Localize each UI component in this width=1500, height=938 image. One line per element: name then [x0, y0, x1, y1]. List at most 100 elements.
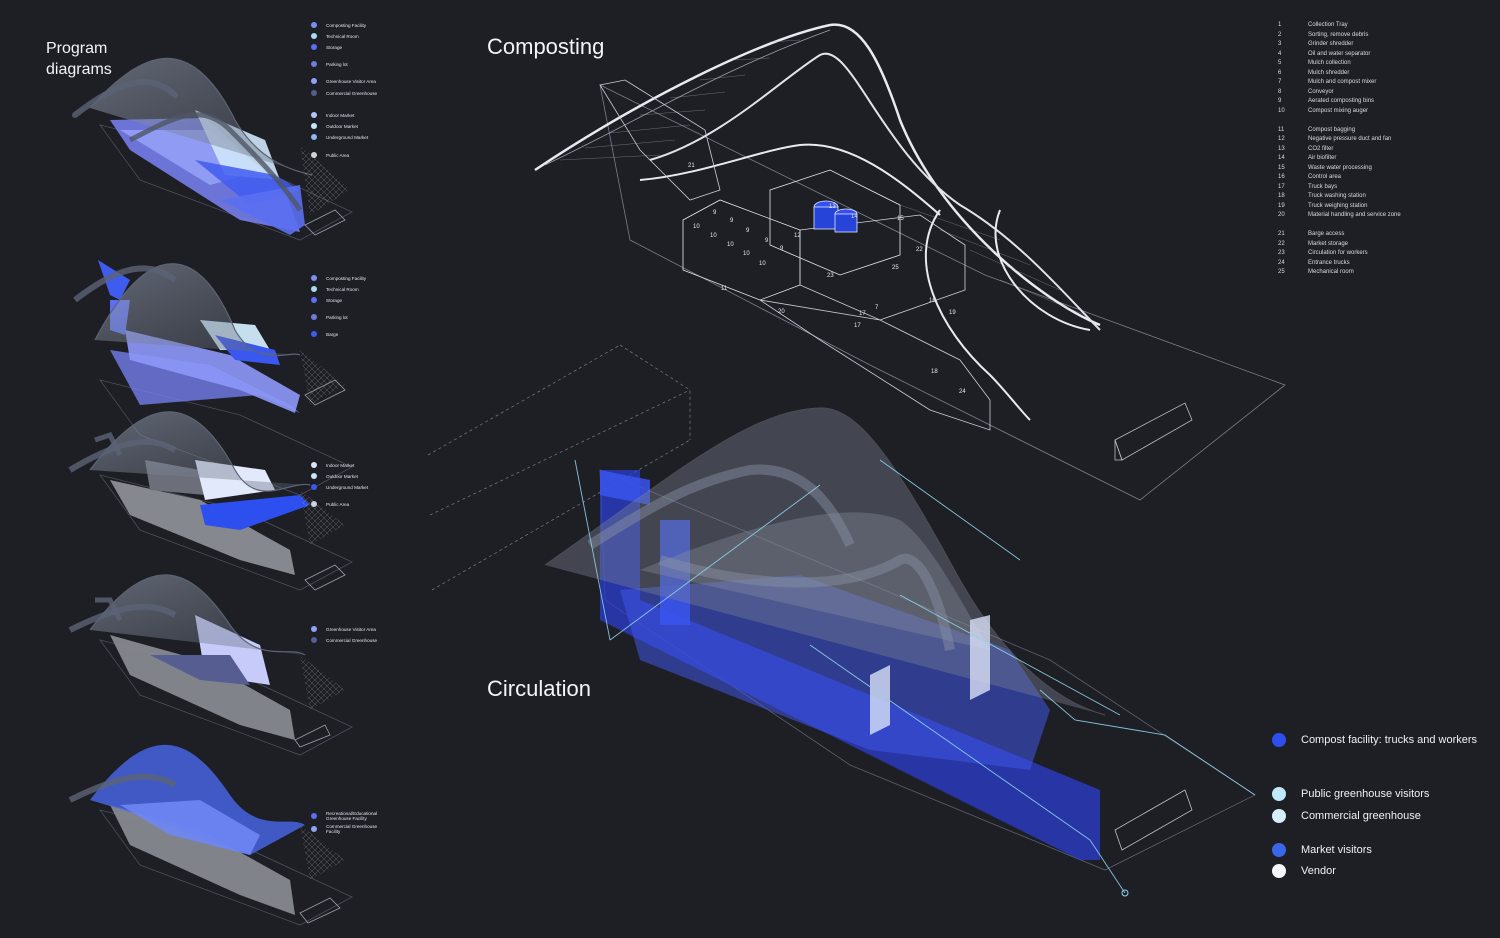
list-number: 13: [1278, 145, 1285, 152]
program-diagram-5: [68, 744, 353, 926]
program-legend-item: Greenhouse Visitor Area: [311, 78, 391, 84]
program-legend-label: Indoor Market: [326, 462, 355, 468]
list-number: 18: [1278, 193, 1285, 199]
legend-swatch-icon: [311, 462, 317, 468]
drawing-number-label: 22: [916, 247, 923, 253]
drawing-number-label: 23: [827, 273, 834, 279]
composting-list-item: 2 Sorting, remove debris: [1278, 32, 1368, 41]
program-diagram-1: [72, 57, 353, 241]
legend-swatch-icon: [311, 44, 317, 50]
legend-swatch-icon: [311, 123, 317, 129]
program-legend-label: Public Area: [326, 501, 350, 507]
drawing-number-label: 11: [721, 286, 728, 292]
program-legend-label: Technical Room: [326, 286, 359, 292]
composting-title: Composting: [487, 34, 605, 59]
program-legend-item: Public Area: [311, 501, 391, 507]
composting-axonometric: [534, 23, 1286, 501]
drawing-number-label: 19: [949, 310, 956, 316]
legend-swatch-icon: [311, 152, 317, 158]
list-number: 8: [1278, 88, 1282, 95]
program-legend-label: Outdoor Market: [326, 123, 358, 129]
drawing-number-label: 10: [743, 251, 750, 257]
program-legend-item: Storage: [311, 44, 391, 50]
list-label: Negative pressure duct and fan: [1308, 136, 1392, 142]
list-number: 6: [1278, 69, 1282, 76]
legend-swatch-icon: [1272, 843, 1286, 857]
program-legend-label: Storage: [326, 297, 343, 303]
list-number: 16: [1278, 174, 1285, 180]
list-label: Waste water processing: [1308, 164, 1372, 171]
circulation-legend-item: Market visitors: [1272, 843, 1372, 857]
drawing-number-label: 17: [859, 311, 866, 317]
drawing-number-label: 14: [851, 214, 858, 220]
program-legend-label: Commercial Greenhouse: [326, 637, 378, 643]
legend-swatch-icon: [1272, 787, 1286, 801]
drawing-number-label: 10: [710, 233, 717, 239]
legend-swatch-icon: [311, 61, 317, 67]
program-legend-item: Parking lot: [311, 61, 391, 67]
list-label: Circulation for workers: [1308, 250, 1368, 256]
list-label: Control area: [1308, 174, 1342, 180]
program-legend-item: Commercial Greenhouse Facility: [311, 824, 391, 834]
program-legend-item: Storage: [311, 297, 391, 303]
list-label: Mulch and compost mixer: [1308, 79, 1377, 85]
list-label: Market storage: [1308, 240, 1349, 247]
legend-swatch-icon: [311, 33, 317, 39]
list-number: 12: [1278, 136, 1285, 142]
list-number: 23: [1278, 250, 1285, 256]
list-number: 21: [1278, 231, 1285, 237]
program-legend-item: Indoor Market: [311, 112, 391, 118]
list-label: Sorting, remove debris: [1308, 31, 1369, 38]
list-number: 14: [1278, 155, 1285, 161]
list-label: Truck bays: [1308, 183, 1338, 190]
list-number: 5: [1278, 60, 1282, 66]
list-label: Truck weighing station: [1308, 202, 1368, 209]
drawing-number-label: 20: [778, 309, 785, 315]
legend-swatch-icon: [311, 484, 317, 490]
legend-swatch-icon: [311, 331, 317, 337]
list-label: Air biofilter: [1308, 155, 1337, 161]
composting-list-item: 10 Compost mixing auger: [1278, 108, 1368, 117]
list-label: Compost bagging: [1308, 126, 1356, 133]
circulation-title: Circulation: [487, 676, 591, 701]
legend-swatch-icon: [311, 473, 317, 479]
circulation-legend-item: Compost facility: trucks and workers: [1272, 733, 1477, 747]
composting-list-item: 14 Air biofilter: [1278, 155, 1336, 164]
list-number: 20: [1278, 212, 1285, 218]
list-number: 2: [1278, 31, 1282, 38]
list-label: Truck washing station: [1308, 193, 1366, 199]
composting-list-item: 25 Mechanical room: [1278, 269, 1354, 278]
legend-swatch-icon: [1272, 733, 1286, 747]
drawing-number-label: 16: [929, 298, 936, 304]
program-legend-label: Underground Market: [326, 484, 369, 490]
list-number: 25: [1278, 269, 1285, 275]
list-label: Mechanical room: [1308, 269, 1354, 275]
drawing-number-label: 9: [746, 228, 750, 234]
list-label: Material handling and service zone: [1308, 212, 1401, 218]
list-number: 9: [1278, 98, 1282, 104]
legend-swatch-icon: [311, 286, 317, 292]
program-legend-label: Indoor Market: [326, 112, 355, 118]
legend-swatch-icon: [311, 22, 317, 28]
program-legend-label: Greenhouse Visitor Area: [326, 78, 376, 84]
circulation-legend-label: Compost facility: trucks and workers: [1301, 734, 1478, 746]
list-label: Compost mixing auger: [1308, 107, 1369, 114]
drawing-number-label: 25: [892, 265, 899, 271]
program-legend-label: Greenhouse Visitor Area: [326, 626, 376, 632]
circulation-legend-item: Commercial greenhouse: [1272, 809, 1421, 823]
list-number: 10: [1278, 107, 1285, 114]
composting-list-item: 12 Negative pressure duct and fan: [1278, 136, 1391, 145]
program-legend-label: Underground Market: [326, 134, 369, 140]
legend-swatch-icon: [1272, 864, 1286, 878]
circulation-legend-item: Vendor: [1272, 864, 1336, 878]
